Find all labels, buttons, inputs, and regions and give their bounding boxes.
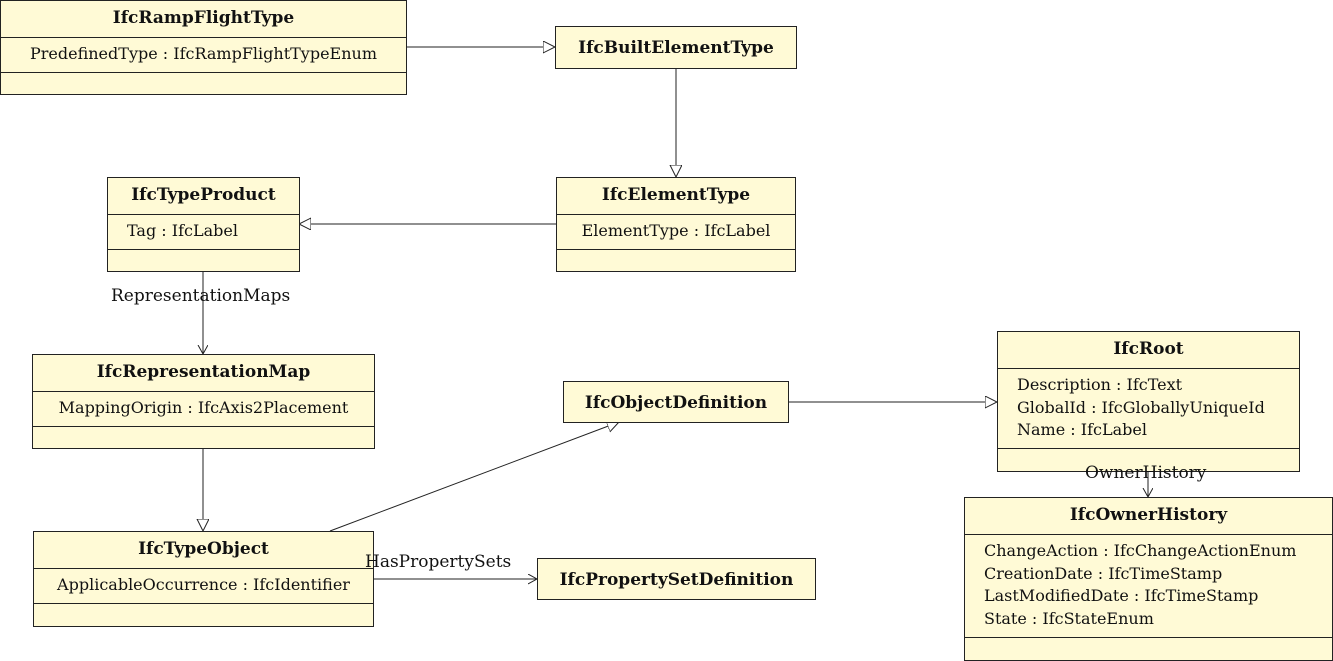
class-ifcpropertysetdefinition[interactable]: IfcPropertySetDefinition — [537, 558, 816, 600]
class-operations — [33, 427, 374, 444]
class-ifcobjectdefinition[interactable]: IfcObjectDefinition — [563, 381, 789, 423]
class-title: IfcRepresentationMap — [33, 355, 374, 392]
class-operations — [557, 250, 795, 267]
class-title: IfcObjectDefinition — [584, 393, 768, 413]
class-ifctypeproduct[interactable]: IfcTypeProduct Tag : IfcLabel — [107, 177, 300, 272]
class-ifcbuiltelementtype[interactable]: IfcBuiltElementType — [555, 26, 797, 69]
association-label-owner-history: OwnerHistory — [1085, 463, 1207, 483]
class-ifctypeobject[interactable]: IfcTypeObject ApplicableOccurrence : Ifc… — [33, 531, 374, 627]
class-title: IfcRampFlightType — [1, 1, 406, 38]
association-label-has-property-sets: HasPropertySets — [365, 552, 512, 572]
class-title: IfcTypeObject — [34, 532, 373, 569]
class-attributes: ChangeAction : IfcChangeActionEnum Creat… — [965, 535, 1332, 638]
class-attribute: MappingOrigin : IfcAxis2Placement — [58, 398, 349, 417]
class-ifcownerhistory[interactable]: IfcOwnerHistory ChangeAction : IfcChange… — [964, 497, 1333, 661]
class-attributes: Description : IfcText GlobalId : IfcGlob… — [998, 369, 1299, 450]
class-operations — [108, 250, 299, 267]
association-label-representation-maps: RepresentationMaps — [111, 286, 291, 306]
class-attributes: ApplicableOccurrence : IfcIdentifier — [34, 569, 373, 604]
class-attribute: CreationDate : IfcTimeStamp — [984, 563, 1223, 583]
class-ifcelementtype[interactable]: IfcElementType ElementType : IfcLabel — [556, 177, 796, 272]
class-operations — [965, 638, 1332, 655]
class-title: IfcOwnerHistory — [965, 498, 1332, 535]
class-ifcrampflighttype[interactable]: IfcRampFlightType PredefinedType : IfcRa… — [0, 0, 407, 95]
class-attribute: Description : IfcText — [1017, 375, 1183, 394]
class-attribute: ApplicableOccurrence : IfcIdentifier — [57, 575, 350, 594]
class-attribute: LastModifiedDate : IfcTimeStamp — [984, 586, 1259, 606]
class-operations — [1, 73, 406, 90]
class-attribute: Name : IfcLabel — [1017, 420, 1147, 440]
class-title: IfcRoot — [998, 332, 1299, 369]
class-operations — [34, 604, 373, 621]
class-attribute: ChangeAction : IfcChangeActionEnum — [984, 541, 1297, 560]
class-attribute: Tag : IfcLabel — [127, 221, 238, 240]
class-title: IfcPropertySetDefinition — [559, 570, 794, 590]
class-attribute: State : IfcStateEnum — [984, 609, 1154, 629]
class-ifcroot[interactable]: IfcRoot Description : IfcText GlobalId :… — [997, 331, 1300, 472]
class-attribute: PredefinedType : IfcRampFlightTypeEnum — [29, 44, 378, 63]
class-attributes: Tag : IfcLabel — [108, 215, 299, 250]
class-title: IfcElementType — [557, 178, 795, 215]
class-title: IfcTypeProduct — [108, 178, 299, 215]
class-title: IfcBuiltElementType — [578, 38, 774, 58]
class-attributes: PredefinedType : IfcRampFlightTypeEnum — [1, 38, 406, 73]
class-attribute: GlobalId : IfcGloballyUniqueId — [1017, 397, 1265, 417]
generalization-typeobject-objectdefinition — [329, 422, 619, 532]
class-attribute: ElementType : IfcLabel — [581, 221, 771, 240]
class-attributes: ElementType : IfcLabel — [557, 215, 795, 250]
class-ifcrepresentationmap[interactable]: IfcRepresentationMap MappingOrigin : Ifc… — [32, 354, 375, 449]
class-attributes: MappingOrigin : IfcAxis2Placement — [33, 392, 374, 427]
